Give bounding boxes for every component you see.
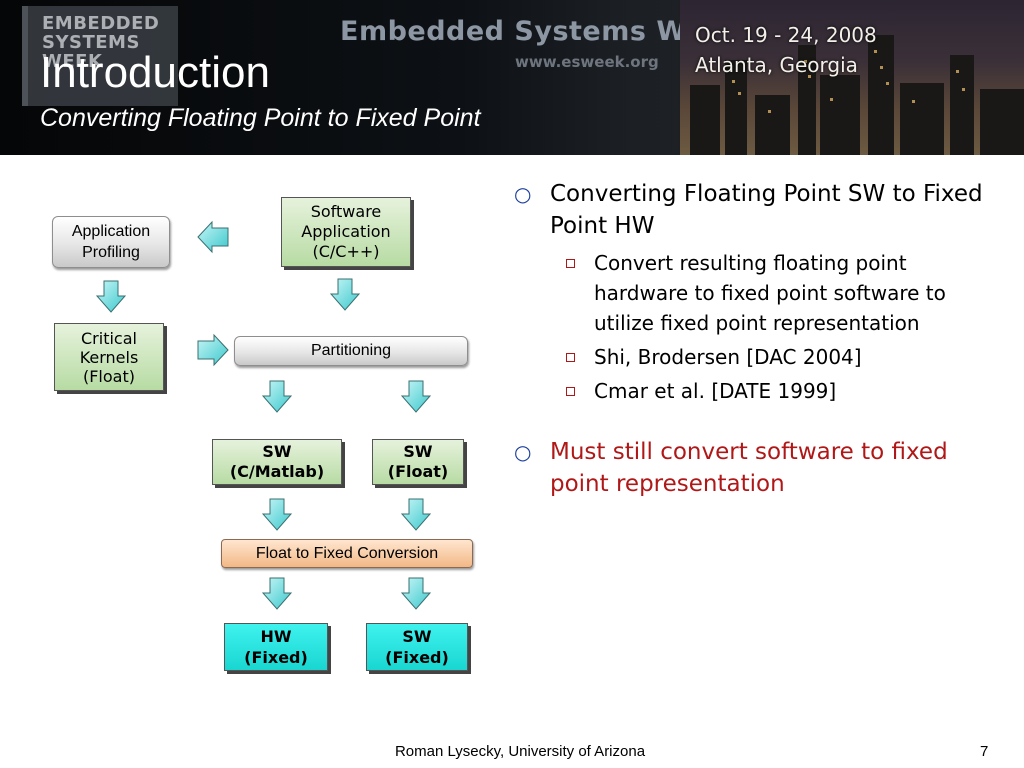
arrow-down-software-to-partitioning [329, 278, 361, 311]
logo-line-2: SYSTEMS [42, 32, 140, 53]
arrow-layer [95, 220, 432, 610]
node-float-to-fixed-label: Float to Fixed Conversion [255, 544, 439, 562]
arrow-down-partitioning-to-sw-float [400, 380, 432, 413]
node-float-to-fixed-conversion: Float to Fixed Conversion [221, 539, 473, 568]
logo-line-1: EMBEDDED [42, 13, 160, 34]
arrow-down-profiling-to-kernels [95, 280, 127, 313]
node-critical-kernels-label: Critical Kernels (Float) [79, 328, 139, 386]
node-critical-kernels: Critical Kernels (Float) [54, 323, 164, 391]
logo-text: EMBEDDED SYSTEMS WEEK [42, 14, 159, 71]
node-sw-matlab-label: SW (C/Matlab) [229, 442, 325, 481]
arrow-down-sw-matlab-to-conversion [261, 498, 293, 531]
node-software-application-label: Software Application (C/C++) [301, 202, 391, 261]
conference-name: Embedded Systems Week [340, 16, 742, 47]
square-bullet-icon [566, 259, 575, 268]
sub-bullet-item: Convert resulting floating point hardwar… [510, 248, 990, 338]
node-software-application: Software Application (C/C++) [281, 197, 411, 267]
footer-author: Roman Lysecky, University of Arizona [394, 743, 646, 760]
arrow-right-to-partitioning [197, 333, 229, 367]
node-sw-fixed-label: SW (Fixed) [385, 627, 449, 667]
arrow-down-conversion-to-hw-fixed [261, 577, 293, 610]
bullet-text: Converting Floating Point SW to Fixed Po… [550, 181, 983, 239]
conference-url: www.esweek.org [515, 53, 659, 71]
node-sw-float: SW (Float) [372, 439, 464, 485]
city-skyline-image [680, 0, 1024, 155]
node-application-profiling: Application Profiling [52, 216, 170, 268]
sub-bullet-text: Shi, Brodersen [DAC 2004] [594, 345, 862, 369]
logo-line-3: WEEK [42, 51, 103, 72]
esweek-logo: EMBEDDED SYSTEMS WEEK [22, 6, 178, 106]
node-sw-float-label: SW (Float) [387, 442, 449, 481]
node-application-profiling-label: Application Profiling [71, 223, 151, 261]
conference-dates: Oct. 19 - 24, 2008 Atlanta, Georgia [695, 20, 877, 80]
bullet-text: Must still convert software to fixed poi… [550, 439, 948, 497]
arrow-left-to-profiling [197, 220, 229, 254]
node-partitioning: Partitioning [234, 336, 468, 366]
slide-title: Introduction [40, 48, 270, 97]
slide-subtitle: Converting Floating Point to Fixed Point [40, 104, 481, 132]
arrow-down-sw-float-to-conversion [400, 498, 432, 531]
sub-bullet-text: Convert resulting floating point hardwar… [594, 251, 946, 335]
bullet-list: ○ Converting Floating Point SW to Fixed … [510, 178, 990, 500]
node-hw-fixed-label: HW (Fixed) [244, 627, 308, 667]
bullet-item: ○ Converting Floating Point SW to Fixed … [510, 178, 990, 242]
sub-bullet-item: Cmar et al. [DATE 1999] [510, 376, 990, 406]
node-sw-fixed: SW (Fixed) [366, 623, 468, 671]
conference-location: Atlanta, Georgia [695, 53, 858, 77]
node-sw-matlab: SW (C/Matlab) [212, 439, 342, 485]
node-partitioning-label: Partitioning [310, 342, 392, 359]
square-bullet-icon [566, 387, 575, 396]
node-hw-fixed: HW (Fixed) [224, 623, 328, 671]
sub-bullet-item: Shi, Brodersen [DAC 2004] [510, 342, 990, 372]
conference-date: Oct. 19 - 24, 2008 [695, 23, 877, 47]
arrow-down-partitioning-to-sw-matlab [261, 380, 293, 413]
sub-bullet-text: Cmar et al. [DATE 1999] [594, 379, 837, 403]
flow-diagram: Software Application (C/C++) Application… [0, 160, 500, 700]
square-bullet-icon [566, 353, 575, 362]
header-banner: EMBEDDED SYSTEMS WEEK Embedded Systems W… [0, 0, 1024, 155]
circle-bullet-icon: ○ [514, 440, 532, 464]
arrow-down-conversion-to-sw-fixed [400, 577, 432, 610]
bullet-item: ○ Must still convert software to fixed p… [510, 436, 990, 500]
circle-bullet-icon: ○ [514, 182, 532, 206]
page-number: 7 [980, 743, 989, 760]
